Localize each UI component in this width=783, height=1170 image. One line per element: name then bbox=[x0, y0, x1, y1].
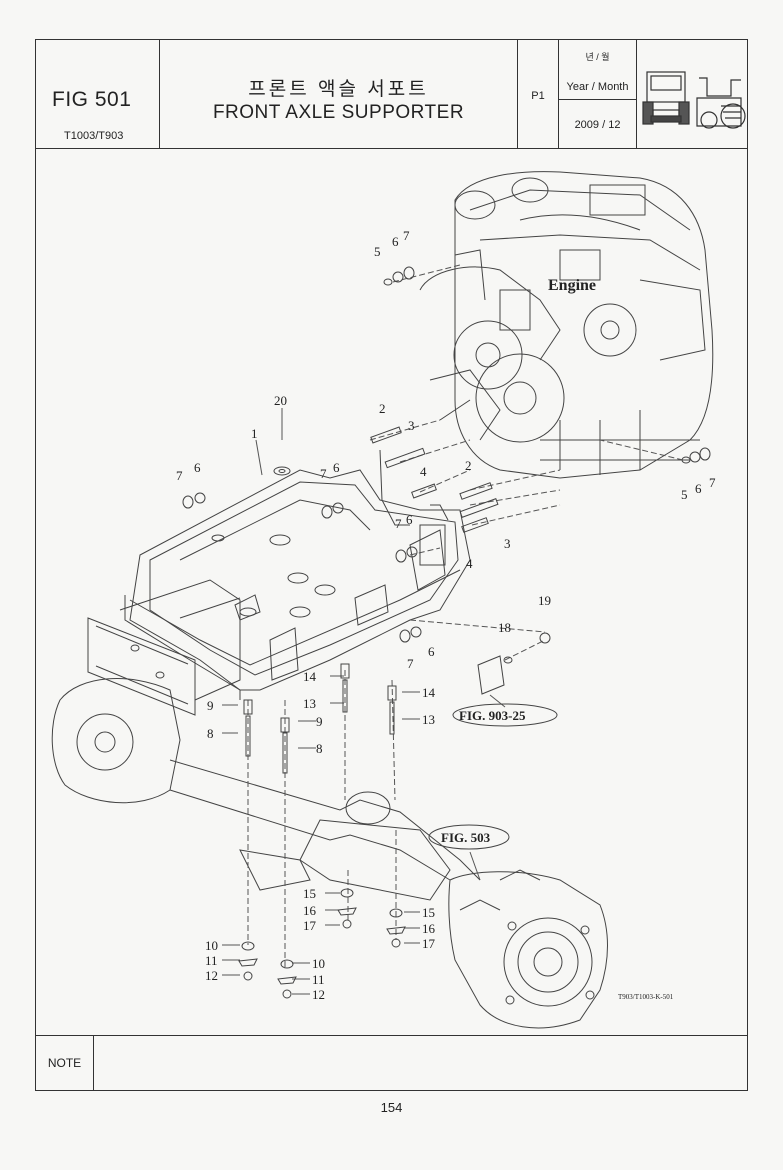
callout-17: 17 bbox=[303, 918, 317, 933]
model-name: T1003/T903 bbox=[64, 130, 124, 142]
date-value: 2009 / 12 bbox=[574, 119, 621, 131]
callout-13: 13 bbox=[422, 712, 435, 727]
callout-16: 16 bbox=[303, 903, 317, 918]
callout-6: 6 bbox=[428, 644, 435, 659]
callout-8: 8 bbox=[207, 726, 214, 741]
callout-6: 6 bbox=[406, 512, 413, 527]
ref-oval-1 bbox=[452, 703, 558, 727]
callout-7: 7 bbox=[395, 516, 402, 531]
callout-12: 12 bbox=[312, 987, 325, 1002]
title-korean: 프론트 액슬 서포트 bbox=[248, 79, 429, 100]
figure-number: FIG 501 bbox=[52, 88, 132, 111]
callout-9: 9 bbox=[316, 714, 323, 729]
callout-1: 1 bbox=[251, 426, 258, 441]
page-number: 154 bbox=[380, 1100, 403, 1115]
callout-2: 2 bbox=[379, 401, 386, 416]
callout-4: 4 bbox=[466, 556, 473, 571]
weight-bracket bbox=[87, 579, 241, 716]
tractor-icon-cell bbox=[637, 40, 749, 148]
callout-10: 10 bbox=[205, 938, 218, 953]
callout-7: 7 bbox=[709, 475, 716, 490]
drawing-code: T903/T1003-K-501 bbox=[618, 993, 674, 1001]
leader-lines bbox=[247, 264, 684, 970]
page-label: P1 bbox=[531, 90, 545, 102]
title-cell: 프론트 액슬 서포트 FRONT AXLE SUPPORTER bbox=[160, 40, 518, 148]
callout-19: 19 bbox=[538, 593, 551, 608]
ref-fig-903-25: FIG. 903-25 bbox=[459, 708, 526, 723]
callout-18: 18 bbox=[498, 620, 511, 635]
callout-20: 20 bbox=[274, 393, 287, 408]
callout-3: 3 bbox=[504, 536, 511, 551]
date-cell: 년 / 월 Year / Month 2009 / 12 bbox=[559, 40, 637, 148]
callout-15: 15 bbox=[303, 886, 316, 901]
tractor-icon bbox=[642, 71, 746, 129]
callout-6: 6 bbox=[333, 460, 340, 475]
callout-14: 14 bbox=[303, 669, 317, 684]
callout-15: 15 bbox=[422, 905, 435, 920]
note-row: NOTE bbox=[36, 1035, 747, 1090]
callout-11: 11 bbox=[205, 953, 218, 968]
callout-7: 7 bbox=[403, 228, 410, 243]
date-label-english: Year / Month bbox=[566, 81, 629, 93]
page-cell: P1 bbox=[518, 40, 559, 148]
callout-6: 6 bbox=[392, 234, 399, 249]
title-english: FRONT AXLE SUPPORTER bbox=[212, 102, 465, 123]
callout-8: 8 bbox=[316, 741, 323, 756]
engine-drawing bbox=[419, 171, 714, 479]
callout-13: 13 bbox=[303, 696, 316, 711]
callout-10: 10 bbox=[312, 956, 325, 971]
front-axle-drawing bbox=[51, 678, 608, 1029]
callout-4: 4 bbox=[420, 464, 427, 479]
callout-3: 3 bbox=[408, 418, 415, 433]
parts-sheet: FIG 501 T1003/T903 프론트 액슬 서포트 FRONT AXLE… bbox=[35, 39, 748, 1091]
fig-cell: FIG 501 T1003/T903 bbox=[36, 40, 160, 148]
callout-16: 16 bbox=[422, 921, 436, 936]
callout-6: 6 bbox=[695, 481, 702, 496]
header: FIG 501 T1003/T903 프론트 액슬 서포트 FRONT AXLE… bbox=[36, 40, 747, 149]
callout-6: 6 bbox=[194, 460, 201, 475]
date-divider bbox=[559, 99, 636, 100]
date-label-korean: 년 / 월 bbox=[585, 52, 610, 62]
callout-5: 5 bbox=[374, 244, 381, 259]
callout-5: 5 bbox=[681, 487, 688, 502]
callout-leaders bbox=[222, 408, 506, 995]
ref-fig-503: FIG. 503 bbox=[441, 830, 491, 845]
callout-12: 12 bbox=[205, 968, 218, 983]
callout-9: 9 bbox=[207, 698, 214, 713]
supporter-frame bbox=[124, 449, 471, 700]
ref-oval-2 bbox=[428, 824, 510, 850]
hardware-parts bbox=[182, 266, 711, 999]
callout-7: 7 bbox=[176, 468, 183, 483]
callout-7: 7 bbox=[407, 656, 414, 671]
engine-label: Engine bbox=[548, 277, 596, 294]
callout-7: 7 bbox=[320, 466, 327, 481]
callout-2: 2 bbox=[465, 458, 472, 473]
callout-11: 11 bbox=[312, 972, 325, 987]
callout-17: 17 bbox=[422, 936, 436, 951]
note-label: NOTE bbox=[36, 1036, 94, 1090]
callout-14: 14 bbox=[422, 685, 436, 700]
